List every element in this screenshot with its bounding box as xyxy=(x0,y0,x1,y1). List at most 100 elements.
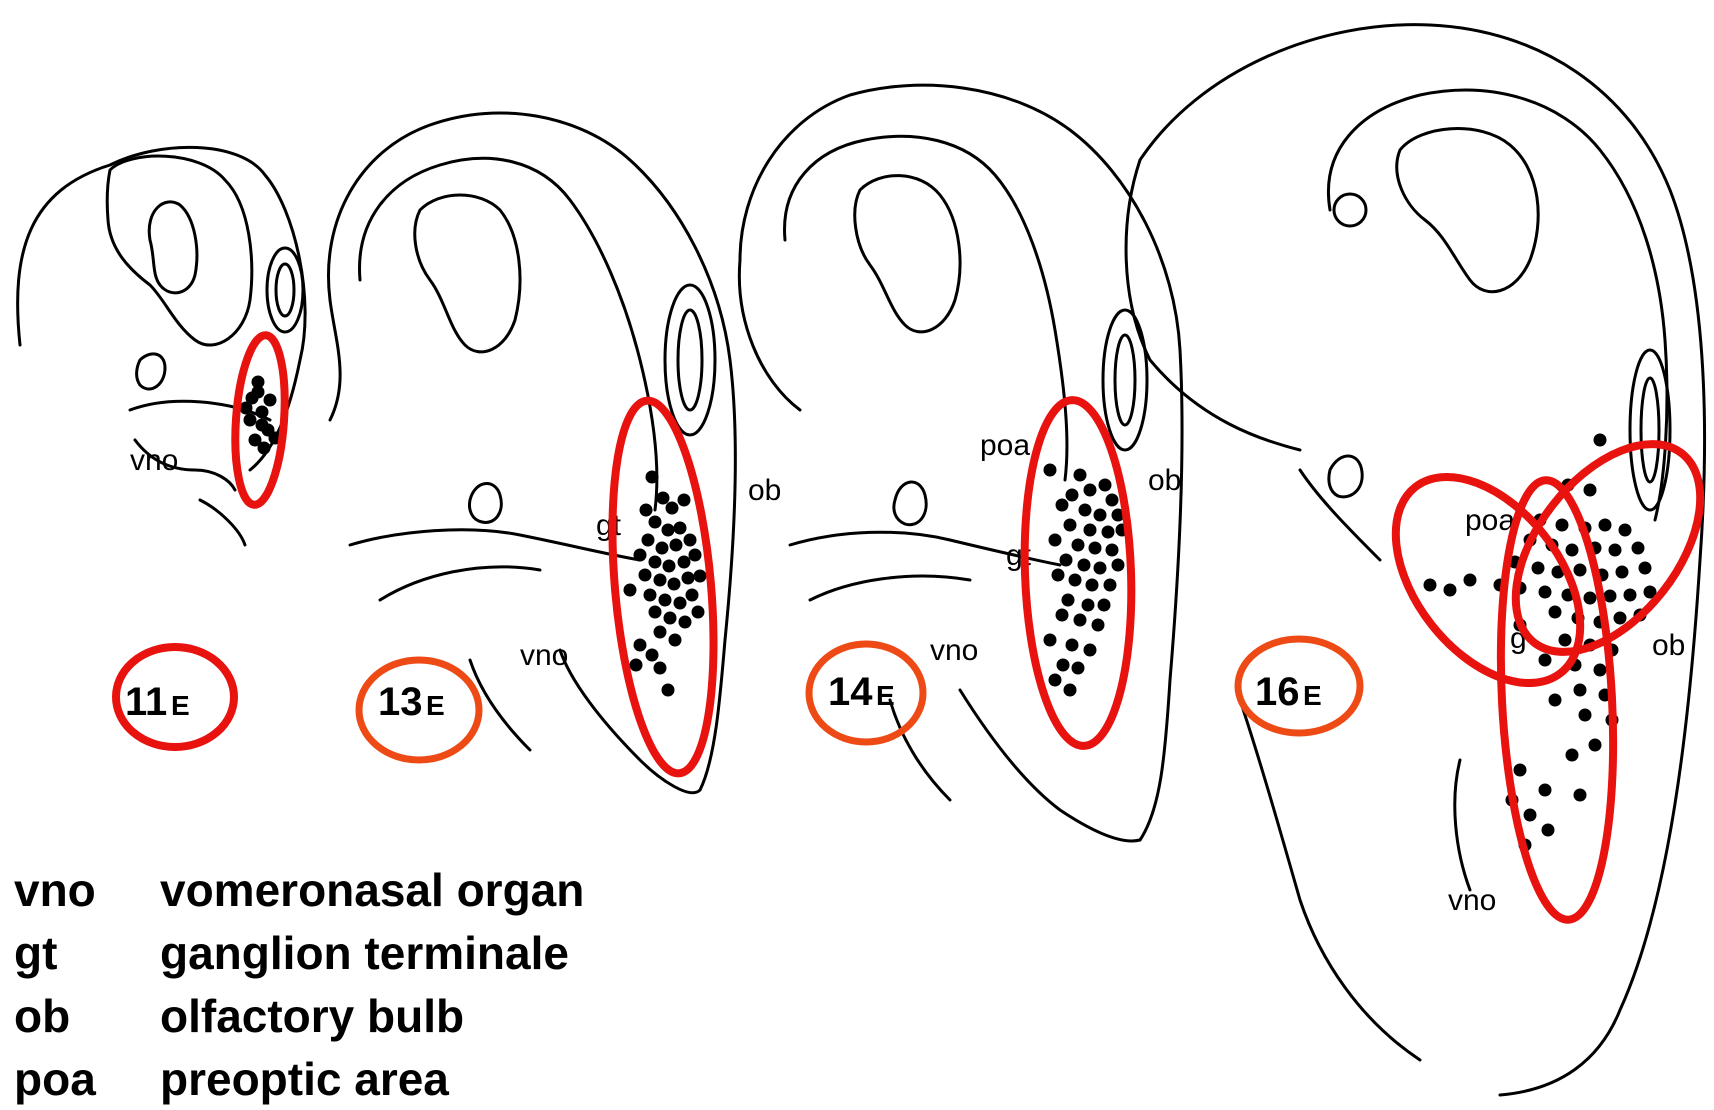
cell-dot-16e xyxy=(1549,606,1562,619)
legend-abbr: gt xyxy=(14,926,160,980)
ring-cells-14e xyxy=(1019,398,1137,747)
cell-dot-14e xyxy=(1049,674,1062,687)
cell-dot-14e xyxy=(1074,614,1087,627)
nasal-16e xyxy=(1329,456,1362,497)
cell-dot-16e xyxy=(1599,519,1612,532)
cell-dot-16e xyxy=(1566,749,1579,762)
cell-dot-14e xyxy=(1074,469,1087,482)
cell-dot-16e xyxy=(1549,694,1562,707)
cell-dot-13e xyxy=(656,542,669,555)
cell-dot-13e xyxy=(634,639,647,652)
cell-dot-14e xyxy=(1056,609,1069,622)
cell-dot-14e xyxy=(1078,559,1091,572)
age-number-16e: 16 xyxy=(1255,670,1300,714)
cell-dot-14e xyxy=(1057,659,1070,672)
age-suffix-16e: E xyxy=(1303,680,1322,711)
eye-13e xyxy=(665,285,715,435)
cell-dot-16e xyxy=(1574,564,1587,577)
cell-dot-11e xyxy=(256,419,269,432)
cell-dot-14e xyxy=(1044,634,1057,647)
legend-abbr: vno xyxy=(14,863,160,917)
cell-dot-13e xyxy=(630,659,643,672)
eye-inner-14e xyxy=(1115,335,1135,425)
label-vno-16e: vno xyxy=(1448,884,1496,917)
cell-dot-14e xyxy=(1066,639,1079,652)
cell-dot-11e xyxy=(244,414,257,427)
legend-term: preoptic area xyxy=(160,1052,449,1106)
cell-dot-13e xyxy=(674,597,687,610)
cell-dot-14e xyxy=(1104,579,1117,592)
age-11e: 11 E xyxy=(125,680,190,724)
cell-dot-16e xyxy=(1589,739,1602,752)
cell-dot-13e xyxy=(662,524,675,537)
eye-11e xyxy=(267,248,303,332)
cell-dot-13e xyxy=(654,574,667,587)
choroid-16e xyxy=(1334,194,1366,226)
cell-dot-14e xyxy=(1049,534,1062,547)
legend-row-vno: vno vomeronasal organ xyxy=(14,858,584,921)
cell-dot-16e xyxy=(1559,634,1572,647)
cell-dot-13e xyxy=(634,549,647,562)
cell-dot-11e xyxy=(258,442,271,455)
panel-11e xyxy=(18,147,305,545)
legend-abbr: poa xyxy=(14,1052,160,1106)
cell-dot-14e xyxy=(1099,479,1112,492)
age-number-11e: 11 xyxy=(125,680,167,724)
dot-layer xyxy=(240,376,1657,852)
label-poa-16e: poa xyxy=(1465,504,1515,537)
cell-dot-16e xyxy=(1614,612,1627,625)
cell-dot-13e xyxy=(679,616,692,629)
label-ob-14e: ob xyxy=(1148,464,1181,497)
cell-dot-14e xyxy=(1082,599,1095,612)
cell-dot-16e xyxy=(1619,524,1632,537)
cell-dot-11e xyxy=(256,406,269,419)
nasal-11e xyxy=(137,354,165,389)
cell-dot-14e xyxy=(1056,499,1069,512)
cell-dot-16e xyxy=(1616,566,1629,579)
age-13e: 13 E xyxy=(378,680,445,724)
eye-16e xyxy=(1630,350,1670,510)
cell-dot-16e xyxy=(1584,484,1597,497)
cell-dot-16e xyxy=(1539,784,1552,797)
legend-row-ob: ob olfactory bulb xyxy=(14,984,584,1047)
cell-dot-16e xyxy=(1514,764,1527,777)
age-16e: 16 E xyxy=(1255,670,1322,714)
cell-dot-16e xyxy=(1566,544,1579,557)
cell-dot-16e xyxy=(1532,562,1545,575)
cell-dot-16e xyxy=(1539,586,1552,599)
cell-dot-14e xyxy=(1064,684,1077,697)
cell-dot-16e xyxy=(1524,809,1537,822)
eye-inner-13e xyxy=(678,310,702,410)
age-number-13e: 13 xyxy=(378,680,423,724)
cell-dot-16e xyxy=(1574,789,1587,802)
highlight-rings xyxy=(116,334,1714,923)
cell-dot-16e xyxy=(1594,664,1607,677)
nasal-13e xyxy=(470,484,502,523)
cell-dot-14e xyxy=(1066,489,1079,502)
cell-dot-14e xyxy=(1112,559,1125,572)
cell-dot-13e xyxy=(649,556,662,569)
cell-dot-13e xyxy=(640,504,653,517)
ring-cells-16e-left xyxy=(1359,443,1618,718)
cell-dot-14e xyxy=(1072,662,1085,675)
legend-row-poa: poa preoptic area xyxy=(14,1047,584,1110)
cell-dot-14e xyxy=(1089,542,1102,555)
legend-term: ganglion terminale xyxy=(160,926,569,980)
label-ob-13e: ob xyxy=(748,474,781,507)
age-suffix-13e: E xyxy=(426,690,445,721)
cell-dot-16e xyxy=(1594,434,1607,447)
panel-16e xyxy=(1126,25,1704,1095)
age-number-14e: 14 xyxy=(828,670,873,714)
nasal-14e xyxy=(894,482,926,525)
cell-dot-16e xyxy=(1574,684,1587,697)
label-vno-14e: vno xyxy=(930,634,978,667)
cell-dot-13e xyxy=(646,471,659,484)
cell-dot-13e xyxy=(682,572,695,585)
cell-dot-14e xyxy=(1084,484,1097,497)
age-14e: 14 E xyxy=(828,670,895,714)
cell-dot-13e xyxy=(654,662,667,675)
cell-dot-14e xyxy=(1044,464,1057,477)
ring-cells-13e xyxy=(599,397,727,778)
cell-dot-14e xyxy=(1092,619,1105,632)
palate-16e xyxy=(1240,470,1470,1060)
